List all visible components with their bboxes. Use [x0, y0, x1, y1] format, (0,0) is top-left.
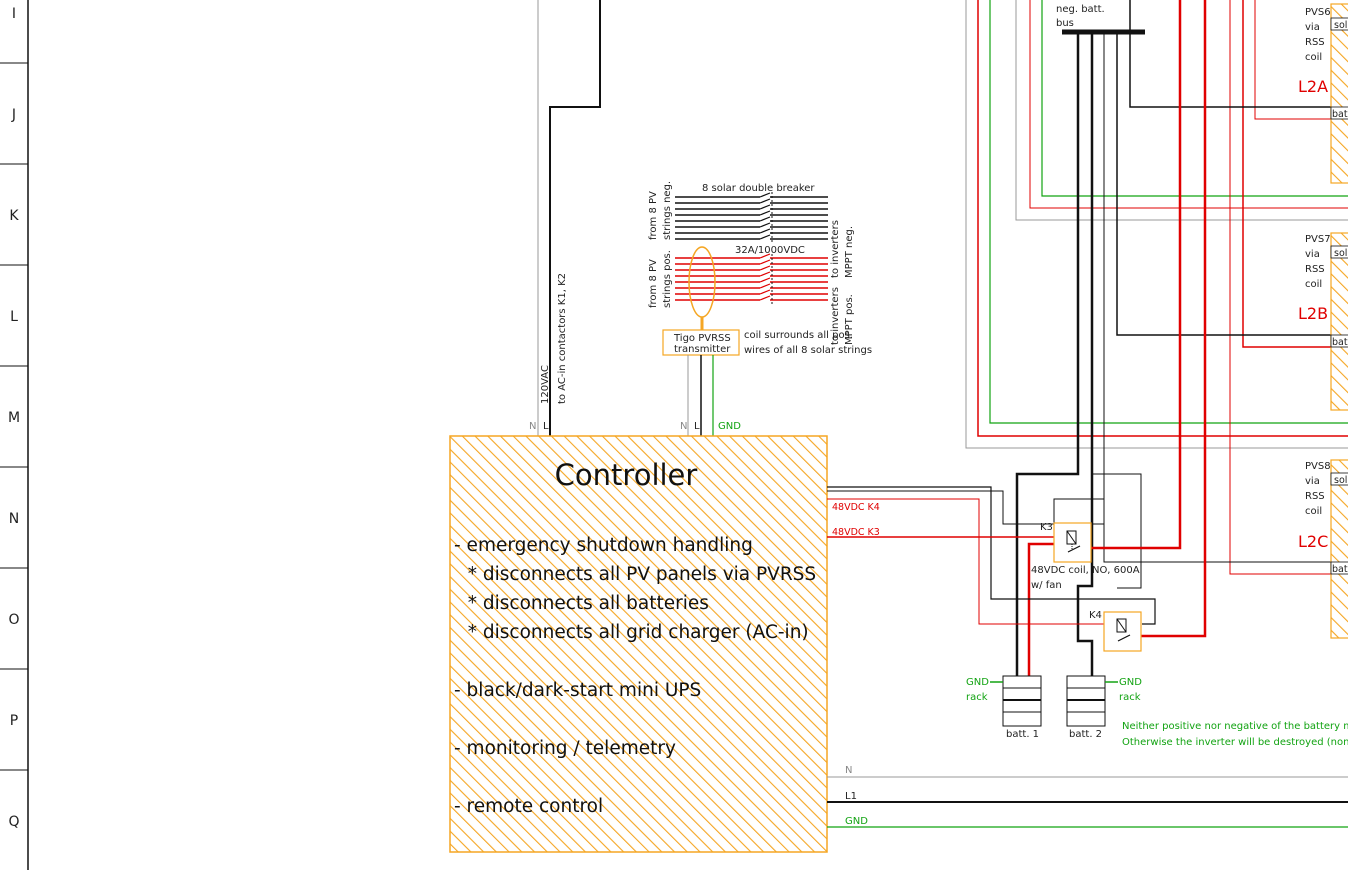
leg-label: L2C [1298, 532, 1328, 551]
pvs-label: coil [1305, 506, 1322, 517]
pos-from-label: strings pos. [662, 250, 673, 308]
breaker-title: 8 solar double breaker [702, 183, 815, 194]
pvs-label: RSS [1305, 491, 1325, 502]
pvs-label: RSS [1305, 264, 1325, 275]
pvs-sol-label: sol [1334, 20, 1347, 31]
tigo-gnd-label: GND [718, 421, 741, 432]
pvs-label: PVS8 [1305, 461, 1331, 472]
ac-target-label: to AC-in contactors K1, K2 [557, 273, 568, 404]
neg-to-label: to inverters [830, 220, 841, 278]
mains-bus [827, 776, 1348, 828]
ac-l-label: L [543, 421, 549, 432]
k3-note: w/ fan [1031, 580, 1062, 591]
pvs-bat-label: bat [1332, 109, 1348, 120]
battery-gnd-label: GND [1119, 677, 1142, 688]
controller-line: - emergency shutdown handling [454, 535, 753, 556]
signal-k3-label: 48VDC K3 [832, 527, 880, 538]
pvs-label: coil [1305, 52, 1322, 63]
solar-breaker [675, 192, 828, 330]
pvs-sol-label: sol [1334, 248, 1347, 259]
battery-2-label: batt. 2 [1069, 729, 1102, 740]
pvs-bat-label: bat [1332, 337, 1348, 348]
row-label: L [10, 309, 18, 325]
row-label: M [8, 410, 20, 426]
row-label: I [12, 6, 16, 22]
ac-voltage-label: 120VAC [540, 365, 551, 404]
row-ruler: I J K L M N O P Q [0, 0, 29, 870]
coil-note: wires of all 8 solar strings [744, 345, 872, 356]
bus-label: bus [1056, 18, 1074, 29]
tigo-label: transmitter [674, 344, 731, 355]
pvs-bat-label: bat [1332, 564, 1348, 575]
tigo-n-label: N [680, 421, 687, 432]
neg-from-label: from 8 PV [648, 191, 659, 240]
battery-rack-label: rack [1119, 692, 1141, 703]
neg-to-label: MPPT neg. [844, 226, 855, 278]
controller-line: * disconnects all PV panels via PVRSS [456, 564, 816, 585]
row-label: Q [8, 814, 19, 830]
row-label: N [9, 511, 19, 527]
pvs-sol-label: sol [1334, 475, 1347, 486]
mains-l1-label: L1 [845, 791, 857, 802]
leg-label: L2A [1298, 77, 1328, 96]
tigo-l-label: L [694, 421, 700, 432]
controller-line: - monitoring / telemetry [454, 738, 676, 759]
k4-label: K4 [1089, 610, 1102, 621]
controller-line: * disconnects all grid charger (AC-in) [456, 622, 809, 643]
row-label: J [11, 107, 16, 123]
tigo-label: Tigo PVRSS [673, 333, 731, 344]
warning-text: Neither positive nor negative of the bat… [1122, 721, 1348, 732]
signal-k4-label: 48VDC K4 [832, 502, 880, 513]
pvs8-block [1330, 459, 1348, 639]
controller-line: - black/dark-start mini UPS [454, 680, 701, 701]
contactor-k4 [1103, 611, 1142, 652]
bus-label: neg. batt. [1056, 4, 1105, 15]
pos-to-label: MPPT pos. [844, 294, 855, 345]
pos-to-label: to inverters [830, 287, 841, 345]
mains-n-label: N [845, 765, 852, 776]
battery-2 [1066, 675, 1106, 727]
mains-gnd-label: GND [845, 816, 868, 827]
pvs-label: via [1305, 22, 1320, 33]
pvs-label: via [1305, 476, 1320, 487]
battery-1-label: batt. 1 [1006, 729, 1039, 740]
controller-title: Controller [555, 458, 698, 492]
ac-feed-wires [537, 0, 601, 436]
k3-note: 48VDC coil, NO, 600A [1031, 565, 1140, 576]
breaker-rating: 32A/1000VDC [735, 245, 805, 256]
battery-gnd-label: GND [966, 677, 989, 688]
contactor-k3 [1053, 522, 1092, 563]
leg-label: L2B [1298, 304, 1328, 323]
coil-note: coil surrounds all pos. [744, 330, 853, 341]
controller-line: - remote control [454, 796, 603, 817]
distribution-wires [827, 0, 1348, 676]
pvs-label: PVS6 [1305, 7, 1331, 18]
neg-from-label: strings neg. [662, 181, 673, 240]
row-label: P [10, 713, 18, 729]
row-label: K [9, 208, 19, 224]
ac-n-label: N [529, 421, 536, 432]
row-label: O [8, 612, 19, 628]
pvs6-block [1330, 3, 1348, 184]
pos-from-label: from 8 PV [648, 259, 659, 308]
battery-rack-label: rack [966, 692, 988, 703]
warning-text: Otherwise the inverter will be destroyed… [1122, 737, 1348, 748]
pvs-label: via [1305, 249, 1320, 260]
tigo-wires [687, 355, 714, 436]
pvs-label: PVS7 [1305, 234, 1331, 245]
controller-box [449, 435, 828, 853]
controller-line: * disconnects all batteries [456, 593, 709, 614]
pvs7-block [1330, 232, 1348, 411]
battery-1 [1002, 675, 1042, 727]
pvs-label: RSS [1305, 37, 1325, 48]
pvs-label: coil [1305, 279, 1322, 290]
k3-label: K3 [1040, 522, 1053, 533]
